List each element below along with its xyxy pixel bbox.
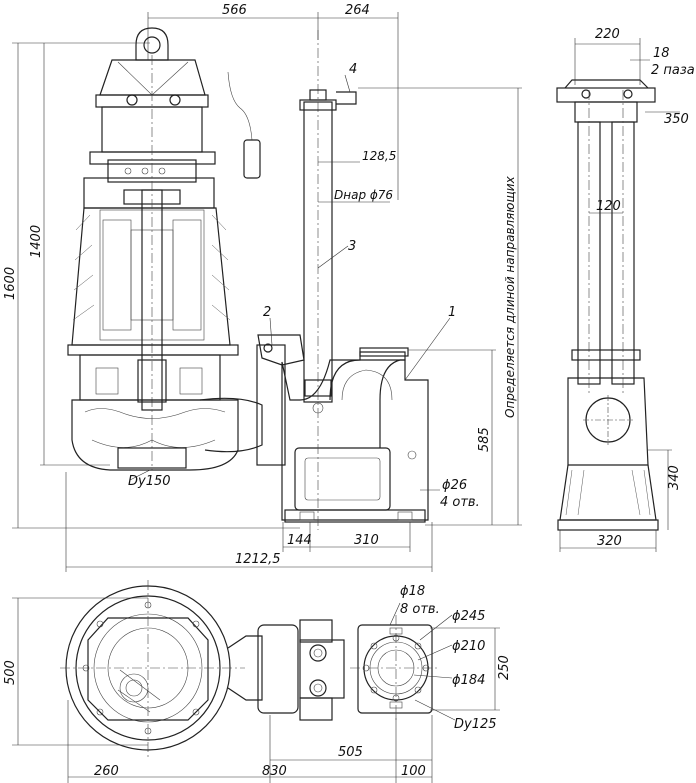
dim-dy125: Dy125 xyxy=(454,717,497,732)
dim-hole-26: ϕ26 xyxy=(442,478,467,493)
dim-outer-diameter-76: Dнар ϕ76 xyxy=(334,188,393,202)
dimension-lines xyxy=(12,12,680,783)
callout-4: 4 xyxy=(349,62,357,77)
dim-566: 566 xyxy=(222,3,247,18)
dim-245: ϕ245 xyxy=(452,609,485,624)
dim-hole-18: ϕ18 xyxy=(400,584,425,599)
dim-250: 250 xyxy=(497,655,512,680)
guide-length-note: Определяется длиной направляющих xyxy=(503,175,517,418)
dim-505: 505 xyxy=(338,745,363,760)
dim-830: 830 xyxy=(262,764,287,779)
dim-260: 260 xyxy=(94,764,119,779)
guide-rail-front xyxy=(299,30,357,530)
dim-320: 320 xyxy=(597,534,622,549)
dim-500: 500 xyxy=(3,660,18,685)
dim-dy150: Dy150 xyxy=(128,474,171,489)
dim-340: 340 xyxy=(667,465,682,490)
dim-220: 220 xyxy=(595,27,620,42)
dim-184: ϕ184 xyxy=(452,673,485,688)
dim-18: 18 xyxy=(653,46,670,61)
auto-coupling-front xyxy=(256,334,429,523)
side-view xyxy=(556,79,659,531)
callout-1: 1 xyxy=(448,305,456,320)
dim-310: 310 xyxy=(354,533,379,548)
pump-front-view xyxy=(67,27,263,471)
dim-1400: 1400 xyxy=(29,225,44,258)
dim-264: 264 xyxy=(345,3,370,18)
dim-1212-5: 1212,5 xyxy=(235,552,281,567)
dim-1600: 1600 xyxy=(3,267,18,300)
top-view xyxy=(60,580,440,760)
callout-2: 2 xyxy=(263,305,271,320)
dim-585: 585 xyxy=(477,427,492,452)
dim-144: 144 xyxy=(287,533,312,548)
dim-350: 350 xyxy=(664,112,689,127)
callout-3: 3 xyxy=(348,239,356,254)
dim-210: ϕ210 xyxy=(452,639,485,654)
dim-8-holes: 8 отв. xyxy=(400,602,440,617)
dim-2-slots: 2 паза xyxy=(651,63,695,78)
dim-100: 100 xyxy=(401,764,426,779)
dim-120: 120 xyxy=(596,199,621,214)
dim-128-5: 128,5 xyxy=(362,149,396,163)
dim-4-holes: 4 отв. xyxy=(440,495,480,510)
